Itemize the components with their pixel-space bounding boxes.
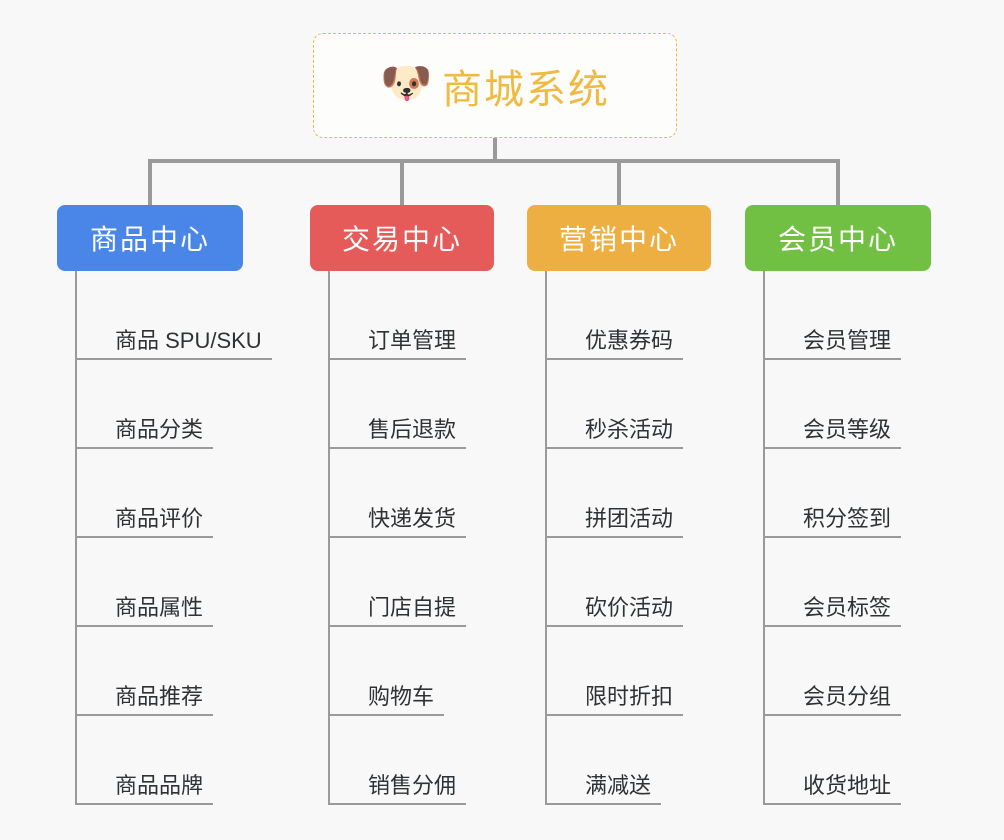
leaf-item-underline bbox=[330, 358, 466, 360]
leaf-item[interactable]: 订单管理 bbox=[330, 271, 494, 360]
leaf-item[interactable]: 会员管理 bbox=[765, 271, 931, 360]
leaf-item-label: 商品评价 bbox=[115, 505, 204, 531]
leaf-item[interactable]: 限时折扣 bbox=[547, 627, 711, 716]
branch-header-label: 营销中心 bbox=[558, 224, 679, 255]
branch-trade-center: 交易中心订单管理售后退款快递发货门店自提购物车销售分佣 bbox=[310, 205, 494, 805]
leaf-item-underline bbox=[330, 803, 466, 805]
leaf-item-label: 砍价活动 bbox=[585, 594, 674, 620]
leaf-item-underline bbox=[77, 447, 213, 449]
leaf-item[interactable]: 会员等级 bbox=[765, 360, 931, 449]
leaf-item-label: 销售分佣 bbox=[368, 772, 457, 798]
leaf-item[interactable]: 购物车 bbox=[330, 627, 494, 716]
leaf-item-underline bbox=[330, 447, 466, 449]
leaf-item-label: 快递发货 bbox=[368, 505, 457, 531]
leaf-item[interactable]: 收货地址 bbox=[765, 716, 931, 805]
leaf-item-label: 会员分组 bbox=[803, 683, 892, 709]
leaf-item[interactable]: 秒杀活动 bbox=[547, 360, 711, 449]
leaf-item-underline bbox=[547, 803, 661, 805]
branch-leaf-list-product-center: 商品 SPU/SKU 商品分类商品评价商品属性商品推荐商品品牌 bbox=[75, 271, 272, 805]
leaf-item[interactable]: 拼团活动 bbox=[547, 449, 711, 538]
leaf-item-underline bbox=[765, 625, 901, 627]
leaf-item-underline bbox=[547, 358, 683, 360]
leaf-item-label: 商品推荐 bbox=[115, 683, 204, 709]
leaf-item-underline bbox=[330, 536, 466, 538]
leaf-item-label: 订单管理 bbox=[368, 327, 457, 353]
leaf-item[interactable]: 门店自提 bbox=[330, 538, 494, 627]
leaf-item-label: 满减送 bbox=[585, 772, 652, 798]
leaf-item[interactable]: 商品品牌 bbox=[77, 716, 243, 805]
leaf-item-label: 商品 SPU/SKU bbox=[115, 327, 262, 353]
branch-header-label: 会员中心 bbox=[777, 224, 898, 255]
leaf-item[interactable]: 会员分组 bbox=[765, 627, 931, 716]
leaf-item-underline bbox=[330, 714, 444, 716]
leaf-item-label: 会员标签 bbox=[803, 594, 892, 620]
leaf-item-underline bbox=[765, 536, 901, 538]
leaf-item[interactable]: 优惠券码 bbox=[547, 271, 711, 360]
leaf-item-underline bbox=[77, 625, 213, 627]
leaf-item[interactable]: 快递发货 bbox=[330, 449, 494, 538]
leaf-item-underline bbox=[765, 714, 901, 716]
root-title: 商城系统 bbox=[442, 67, 610, 112]
branch-header-trade-center[interactable]: 交易中心 bbox=[310, 205, 494, 271]
leaf-item-underline bbox=[547, 714, 683, 716]
branch-header-marketing-center[interactable]: 营销中心 bbox=[527, 205, 711, 271]
branch-header-label: 交易中心 bbox=[341, 224, 462, 255]
leaf-item-label: 会员管理 bbox=[803, 327, 892, 353]
leaf-item-underline bbox=[765, 358, 901, 360]
leaf-item-label: 售后退款 bbox=[368, 416, 457, 442]
branch-leaf-list-member-center: 会员管理会员等级积分签到会员标签会员分组收货地址 bbox=[763, 271, 931, 805]
leaf-item-underline bbox=[547, 447, 683, 449]
leaf-item-label: 门店自提 bbox=[368, 594, 457, 620]
branch-drop-connector-member-center bbox=[836, 159, 840, 205]
leaf-item-label: 积分签到 bbox=[803, 505, 892, 531]
leaf-item-underline bbox=[330, 625, 466, 627]
branch-header-member-center[interactable]: 会员中心 bbox=[745, 205, 931, 271]
leaf-item-underline bbox=[77, 358, 272, 360]
leaf-item[interactable]: 会员标签 bbox=[765, 538, 931, 627]
leaf-item-underline bbox=[77, 714, 213, 716]
leaf-item-label: 拼团活动 bbox=[585, 505, 674, 531]
root-node[interactable]: 🐶 商城系统 bbox=[313, 33, 677, 138]
leaf-item[interactable]: 销售分佣 bbox=[330, 716, 494, 805]
branch-drop-connector-marketing-center bbox=[617, 159, 621, 205]
branch-drop-connector-product-center bbox=[148, 159, 152, 205]
leaf-item-underline bbox=[765, 803, 901, 805]
leaf-item[interactable]: 商品推荐 bbox=[77, 627, 243, 716]
branch-leaf-list-trade-center: 订单管理售后退款快递发货门店自提购物车销售分佣 bbox=[328, 271, 494, 805]
root-connector-vertical bbox=[493, 138, 497, 161]
leaf-item[interactable]: 商品属性 bbox=[77, 538, 243, 627]
leaf-item[interactable]: 售后退款 bbox=[330, 360, 494, 449]
leaf-item-underline bbox=[765, 447, 901, 449]
branch-header-label: 商品中心 bbox=[89, 224, 210, 255]
leaf-item-label: 商品属性 bbox=[115, 594, 204, 620]
leaf-item[interactable]: 商品 SPU/SKU bbox=[77, 271, 272, 360]
leaf-item-label: 商品分类 bbox=[115, 416, 204, 442]
leaf-item-underline bbox=[77, 536, 213, 538]
leaf-item[interactable]: 商品分类 bbox=[77, 360, 243, 449]
leaf-item-label: 购物车 bbox=[368, 683, 435, 709]
leaf-item-label: 秒杀活动 bbox=[585, 416, 674, 442]
leaf-item-label: 限时折扣 bbox=[585, 683, 674, 709]
leaf-item-label: 优惠券码 bbox=[585, 327, 674, 353]
shiba-dog-icon: 🐶 bbox=[380, 58, 433, 106]
leaf-item-underline bbox=[77, 803, 213, 805]
leaf-item-label: 会员等级 bbox=[803, 416, 892, 442]
branch-drop-connector-trade-center bbox=[400, 159, 404, 205]
leaf-item[interactable]: 满减送 bbox=[547, 716, 711, 805]
leaf-item[interactable]: 积分签到 bbox=[765, 449, 931, 538]
branch-member-center: 会员中心会员管理会员等级积分签到会员标签会员分组收货地址 bbox=[745, 205, 931, 805]
leaf-item-label: 收货地址 bbox=[803, 772, 892, 798]
branch-leaf-list-marketing-center: 优惠券码秒杀活动拼团活动砍价活动限时折扣满减送 bbox=[545, 271, 711, 805]
leaf-item[interactable]: 商品评价 bbox=[77, 449, 243, 538]
leaf-item[interactable]: 砍价活动 bbox=[547, 538, 711, 627]
branch-connector-bus bbox=[150, 159, 840, 163]
leaf-item-label: 商品品牌 bbox=[115, 772, 204, 798]
leaf-item-underline bbox=[547, 536, 683, 538]
leaf-item-underline bbox=[547, 625, 683, 627]
branch-marketing-center: 营销中心优惠券码秒杀活动拼团活动砍价活动限时折扣满减送 bbox=[527, 205, 711, 805]
branch-header-product-center[interactable]: 商品中心 bbox=[57, 205, 243, 271]
branch-product-center: 商品中心商品 SPU/SKU 商品分类商品评价商品属性商品推荐商品品牌 bbox=[57, 205, 272, 805]
